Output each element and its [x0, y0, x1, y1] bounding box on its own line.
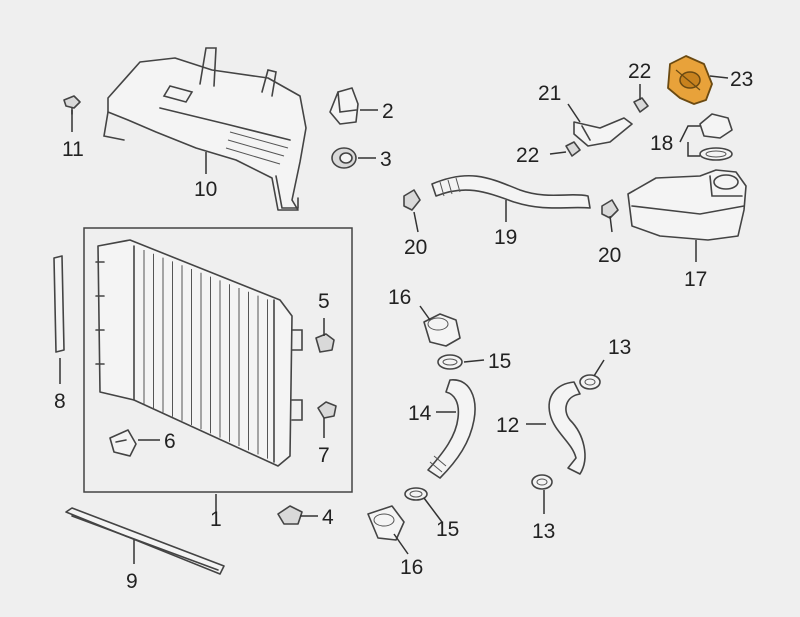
callout-3: 3: [380, 148, 392, 171]
callout-20-left: 20: [404, 236, 427, 259]
callout-12: 12: [496, 414, 519, 437]
part-15-clamp-upper: [437, 354, 463, 370]
part-15-clamp-lower: [404, 487, 428, 501]
callout-23: 23: [730, 68, 753, 91]
part-12-hose: [548, 381, 586, 475]
callout-13-lower: 13: [532, 520, 555, 543]
part-23-thermostat-housing: [667, 55, 713, 105]
callout-1: 1: [210, 508, 222, 531]
radiator-frame-box: [83, 227, 353, 493]
callout-22-upper: 22: [628, 60, 651, 83]
part-3-grommet: [331, 147, 357, 169]
callout-14: 14: [408, 402, 432, 425]
part-16-outlet-upper: [423, 313, 461, 347]
part-1-radiator: [95, 239, 303, 467]
part-21-pipe: [573, 117, 633, 147]
callout-22-lower: 22: [516, 144, 539, 167]
part-18-cap-seal: [699, 113, 733, 161]
callout-21: 21: [538, 82, 561, 105]
callout-17: 17: [684, 268, 707, 291]
callout-8: 8: [54, 390, 66, 413]
part-10-upper-shield: [103, 47, 307, 211]
callout-16-lower: 16: [400, 556, 423, 579]
part-20-clamp-left: [403, 189, 421, 211]
callout-15-lower: 15: [436, 518, 459, 541]
callout-11: 11: [62, 138, 84, 161]
part-22-clip-lower: [565, 141, 581, 157]
callout-2: 2: [382, 100, 394, 123]
part-16-inlet-lower: [367, 505, 405, 541]
part-4-cap: [277, 505, 303, 525]
part-7-bolt: [317, 401, 337, 419]
part-11-push-pin: [63, 95, 81, 115]
callout-15-upper: 15: [488, 350, 511, 373]
callout-6: 6: [164, 430, 176, 453]
part-2-bracket: [329, 87, 359, 125]
callout-labels: 1 2 3 4 5 6 7 8 9 10 11 12 13 13 14 15 1…: [54, 60, 753, 593]
leader-lines: [59, 75, 729, 564]
part-9-lower-baffle: [65, 507, 225, 575]
callout-16-upper: 16: [388, 286, 411, 309]
part-14-hose: [427, 379, 476, 479]
part-13-clamp-lower: [531, 474, 553, 490]
part-13-clamp-upper: [579, 374, 601, 390]
callout-5: 5: [318, 290, 330, 313]
part-22-clip-upper: [633, 97, 649, 113]
callout-10: 10: [194, 178, 217, 201]
callout-18: 18: [650, 132, 673, 155]
callout-4: 4: [322, 506, 334, 529]
part-6-mount: [109, 429, 137, 457]
part-8-seal-strip: [53, 255, 65, 353]
callout-13-upper: 13: [608, 336, 631, 359]
part-5-bolt: [315, 333, 335, 353]
part-20-clamp-right: [601, 199, 619, 219]
callout-20-right: 20: [598, 244, 621, 267]
callout-19: 19: [494, 226, 517, 249]
part-19-hose: [431, 174, 591, 209]
part-17-reservoir: [627, 169, 747, 241]
callout-9: 9: [126, 570, 138, 593]
callout-7: 7: [318, 444, 330, 467]
